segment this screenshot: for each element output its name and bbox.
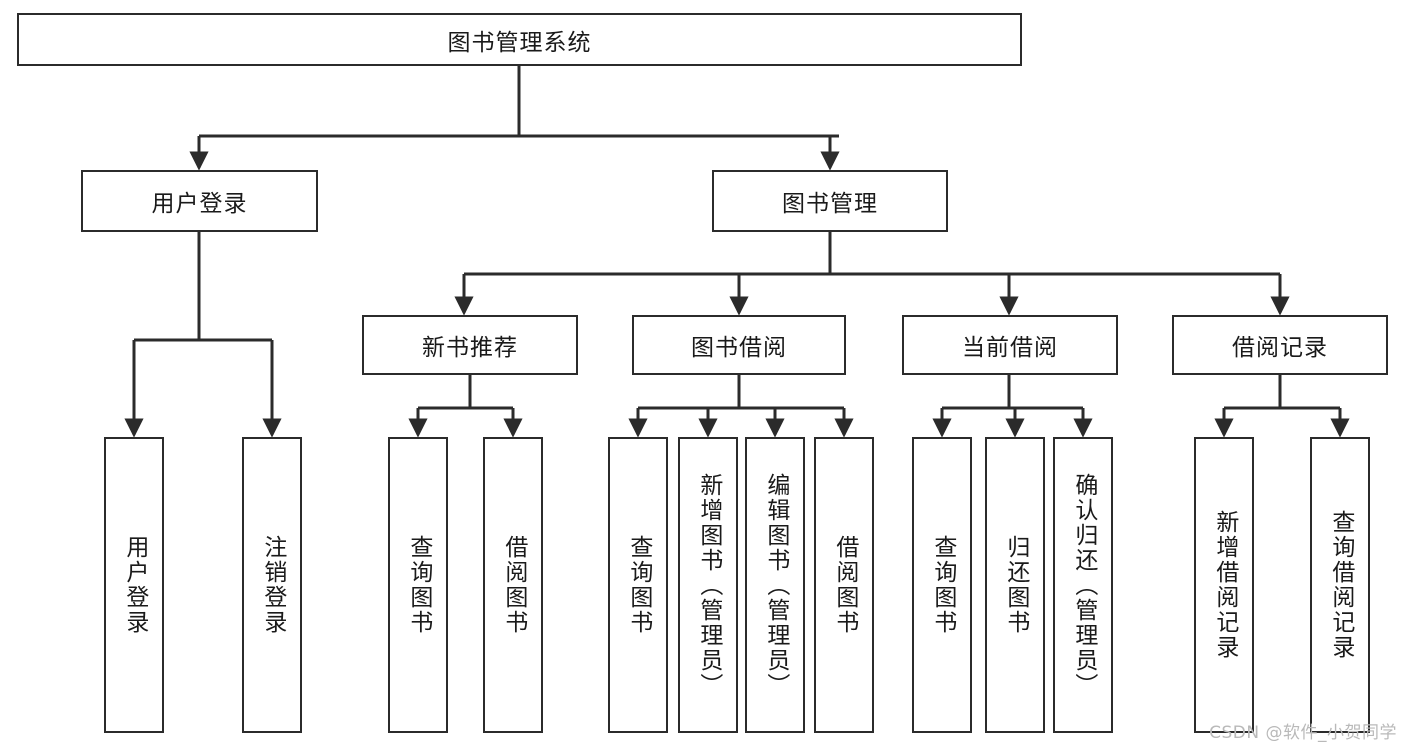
leaf-query-record[interactable]: 查询借阅记录 — [1310, 437, 1370, 733]
leaf-borrow-book-1[interactable]: 借阅图书 — [483, 437, 543, 733]
node-current-borrow[interactable]: 当前借阅 — [902, 315, 1118, 375]
node-user-login[interactable]: 用户登录 — [81, 170, 318, 232]
leaf-query-book-3[interactable]: 查询图书 — [912, 437, 972, 733]
node-new-book-recommend[interactable]: 新书推荐 — [362, 315, 578, 375]
leaf-borrow-book-2[interactable]: 借阅图书 — [814, 437, 874, 733]
leaf-add-record[interactable]: 新增借阅记录 — [1194, 437, 1254, 733]
node-book-manage[interactable]: 图书管理 — [712, 170, 948, 232]
leaf-return-book[interactable]: 归还图书 — [985, 437, 1045, 733]
leaf-edit-book[interactable]: 编辑图书（管理员） — [745, 437, 805, 733]
leaf-query-book-1[interactable]: 查询图书 — [388, 437, 448, 733]
leaf-query-book-2[interactable]: 查询图书 — [608, 437, 668, 733]
leaf-add-book[interactable]: 新增图书（管理员） — [678, 437, 738, 733]
leaf-user-login[interactable]: 用户登录 — [104, 437, 164, 733]
node-root[interactable]: 图书管理系统 — [17, 13, 1022, 66]
leaf-logout-login[interactable]: 注销登录 — [242, 437, 302, 733]
node-borrow-record[interactable]: 借阅记录 — [1172, 315, 1388, 375]
node-book-borrow[interactable]: 图书借阅 — [632, 315, 846, 375]
leaf-confirm-return[interactable]: 确认归还（管理员） — [1053, 437, 1113, 733]
